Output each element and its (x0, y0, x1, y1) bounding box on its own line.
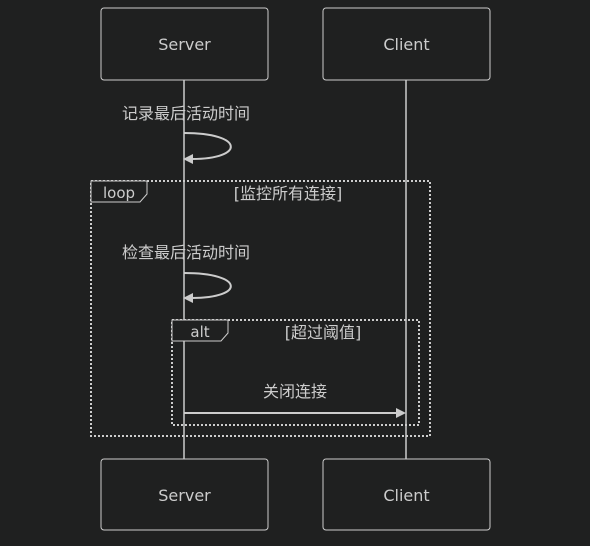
message-close-connection: 关闭连接 (184, 382, 406, 418)
message-close-connection-label: 关闭连接 (263, 382, 327, 401)
message-record-last-activity: 记录最后活动时间 (122, 104, 250, 164)
actor-server-bottom-label: Server (158, 486, 211, 505)
fragment-alt: alt [超过阈值] (171, 319, 420, 426)
fragment-loop-label: loop (103, 184, 135, 202)
fragment-alt-label: alt (190, 323, 209, 341)
fragment-loop-frame (90, 180, 431, 437)
actor-server-bottom: Server (100, 458, 269, 531)
actor-client-bottom: Client (322, 458, 491, 531)
actor-client-top-label: Client (383, 35, 429, 54)
actor-server-top-box (100, 7, 269, 81)
message-record-last-activity-line (183, 132, 232, 160)
actor-client-bottom-box (322, 458, 491, 531)
message-close-connection-arrow (396, 408, 406, 418)
actor-client-bottom-label: Client (383, 486, 429, 505)
actor-client-top: Client (322, 7, 491, 81)
actor-server-top: Server (100, 7, 269, 81)
message-check-last-activity: 检查最后活动时间 (122, 243, 250, 303)
actor-server-bottom-box (100, 458, 269, 531)
message-record-last-activity-arrow (183, 154, 193, 164)
fragment-loop-condition: [监控所有连接] (234, 184, 343, 203)
fragment-loop: loop [监控所有连接] (90, 180, 431, 437)
actor-client-top-box (322, 7, 491, 81)
fragment-loop-tab (90, 180, 148, 203)
message-check-last-activity-label: 检查最后活动时间 (122, 243, 250, 262)
message-check-last-activity-line (183, 272, 232, 299)
fragment-alt-condition: [超过阈值] (285, 323, 362, 342)
actor-server-top-label: Server (158, 35, 211, 54)
message-check-last-activity-arrow (183, 293, 193, 303)
fragment-alt-tab (171, 319, 229, 342)
message-record-last-activity-label: 记录最后活动时间 (122, 104, 250, 123)
